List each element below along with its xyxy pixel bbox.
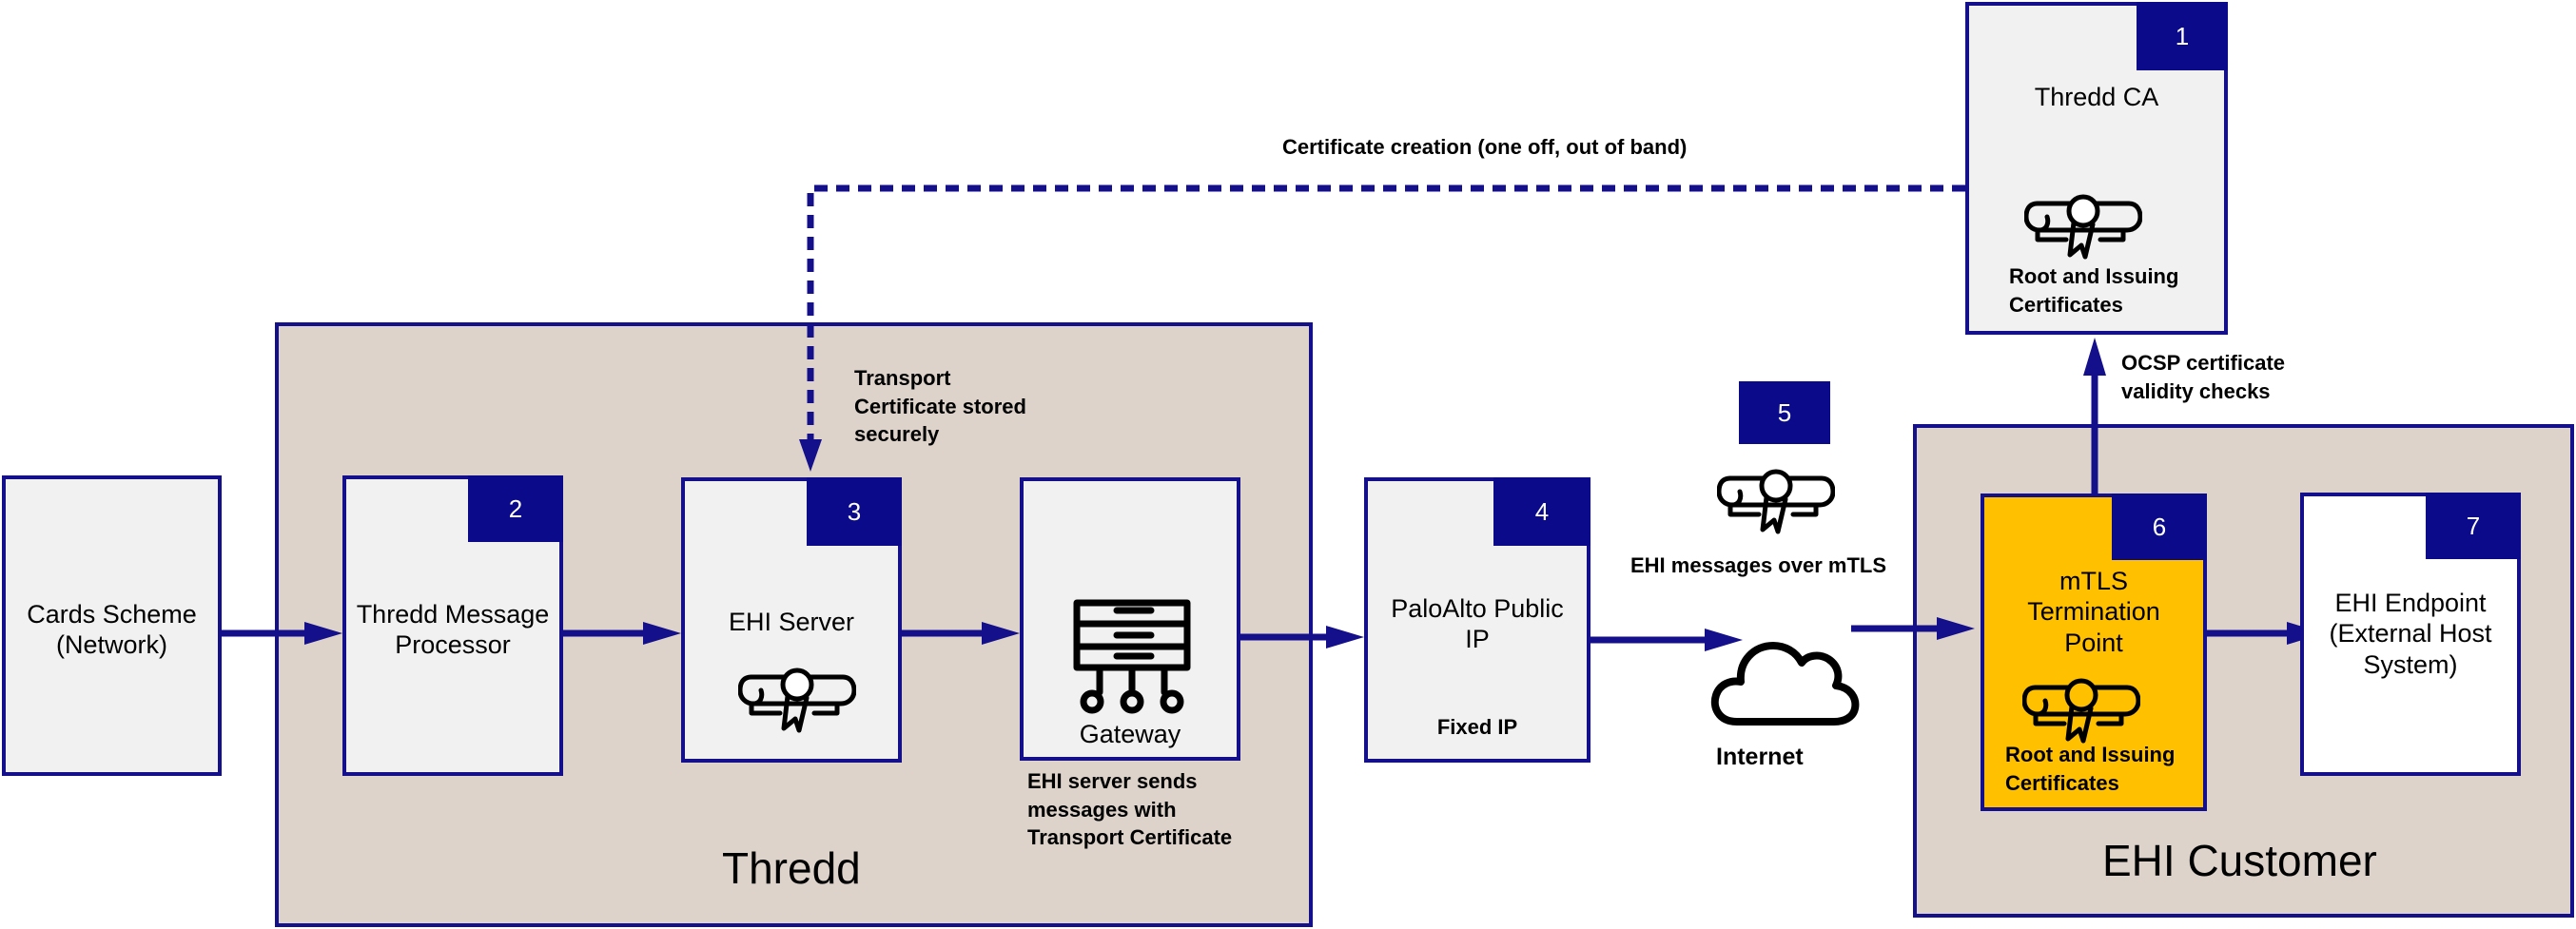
thredd-ca-title: Thredd CA [2034, 83, 2159, 111]
badge-4: 4 [1493, 477, 1590, 546]
certificate-scroll-icon [1717, 469, 1835, 534]
badge-7: 7 [2426, 493, 2521, 559]
cards-scheme-box: Cards Scheme (Network) [2, 475, 222, 776]
ehi-server-box: 3 EHI Server [681, 477, 902, 763]
cards-scheme-title: Cards Scheme (Network) [27, 600, 197, 660]
dashed-cert-creation-line [807, 184, 1965, 439]
badge-6: 6 [2112, 494, 2207, 560]
badge-5: 5 [1739, 381, 1830, 444]
gateway-icon [1073, 599, 1191, 714]
ehi-customer-region-label: EHI Customer [2102, 836, 2377, 885]
mtls-messages-label: EHI messages over mTLS [1630, 553, 1887, 577]
certificate-scroll-icon [2024, 194, 2142, 260]
paloalto-title: PaloAlto Public IP [1391, 594, 1564, 654]
badge-1: 1 [2137, 2, 2228, 70]
message-processor-title: Thredd Message Processor [356, 600, 550, 660]
certificate-scroll-icon [2022, 678, 2140, 744]
certificate-creation-label: Certificate creation (one off, out of ba… [1282, 135, 1688, 159]
certificate-scroll-icon [738, 668, 856, 733]
paloalto-box: 4 PaloAlto Public IP Fixed IP [1364, 477, 1590, 763]
gateway-title: Gateway [1079, 720, 1181, 748]
ehi-endpoint-box: 7 EHI Endpoint (External Host System) [2300, 493, 2521, 776]
gateway-sends-label: EHI server sends messages with Transport… [1027, 769, 1233, 850]
badge-2: 2 [468, 475, 563, 542]
ehi-server-title: EHI Server [728, 608, 855, 636]
gateway-box: Gateway [1020, 477, 1240, 761]
mtls-title: mTLS Termination Point [2027, 567, 2160, 657]
thredd-ca-box: 1 Thredd CA Root and Issuing Certificate… [1965, 2, 2228, 335]
thredd-region-label: Thredd [722, 843, 861, 893]
transport-certificate-label: Transport Certificate stored securely [854, 366, 1026, 447]
message-processor-box: 2 Thredd Message Processor [342, 475, 563, 776]
ocsp-checks-label: OCSP certificate validity checks [2121, 351, 2286, 403]
mtls-termination-box: 6 mTLS Termination Point Root and Issuin… [1981, 494, 2207, 811]
mtls-note: Root and Issuing Certificates [2005, 743, 2176, 795]
ehi-endpoint-title: EHI Endpoint (External Host System) [2329, 589, 2492, 679]
cloud-icon [1710, 642, 1860, 726]
badge-3: 3 [807, 477, 902, 546]
internet-label: Internet [1716, 744, 1804, 770]
fixed-ip-note: Fixed IP [1436, 715, 1518, 739]
thredd-ca-note: Root and Issuing Certificates [2009, 264, 2179, 317]
